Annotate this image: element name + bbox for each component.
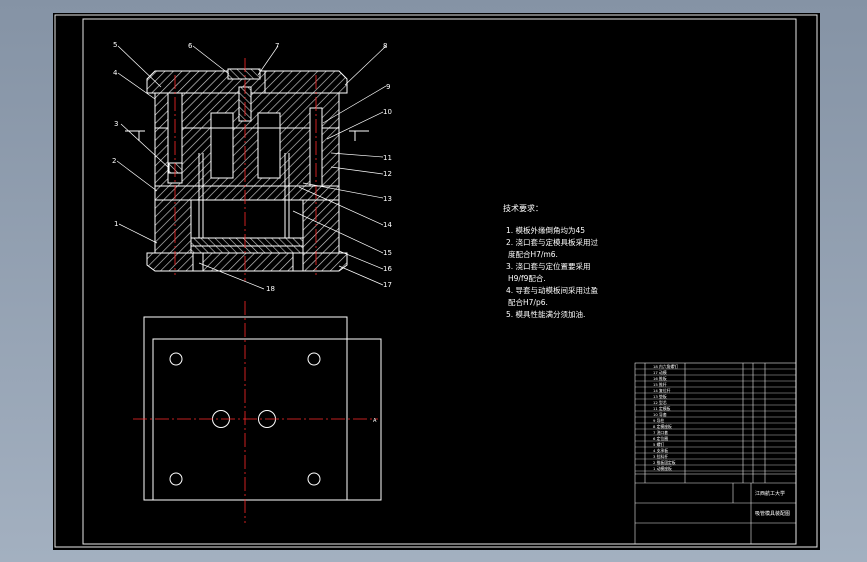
tech-req-1: 1. 模板外缘倒角均为45 xyxy=(506,225,585,235)
school-name: 江西航工大学 xyxy=(755,490,785,497)
guide-hole-br xyxy=(307,472,321,486)
guide-hole-tl xyxy=(169,352,183,366)
callout-14: 14 xyxy=(383,221,392,229)
bom-row-10: 10 导套 xyxy=(653,412,667,417)
bom-row-2: 2 推板固定板 xyxy=(653,460,676,465)
tech-req-2: 2. 浇口套与定模具板采用过 xyxy=(506,237,599,247)
bom-row-4: 4 支承板 xyxy=(653,448,668,453)
outer-frame xyxy=(54,14,818,548)
leader-lines xyxy=(116,45,387,290)
callout-4: 4 xyxy=(113,69,118,77)
section-mark-a: A xyxy=(373,418,377,424)
section-view xyxy=(125,58,369,281)
bottom-clamp-plate xyxy=(146,252,348,272)
bottom-bolt-left xyxy=(192,252,204,272)
callout-5: 5 xyxy=(113,41,117,49)
locating-ring xyxy=(227,68,261,80)
top-view: A xyxy=(133,301,382,523)
callout-13: 13 xyxy=(383,195,392,203)
callout-3: 3 xyxy=(114,120,118,128)
tech-req-2b: 度配合H7/m6. xyxy=(508,249,558,259)
screw-head xyxy=(168,162,183,174)
spacer-right xyxy=(302,199,340,254)
bottom-bolt-right xyxy=(292,252,304,272)
callout-6: 6 xyxy=(188,42,193,50)
inner-frame xyxy=(82,18,797,545)
callout-2: 2 xyxy=(112,157,116,165)
core-left xyxy=(210,127,234,179)
bom-row-3: 3 拉料杆 xyxy=(653,454,668,459)
bom-row-18: 18 内六角螺钉 xyxy=(653,364,678,369)
callout-12: 12 xyxy=(383,170,392,178)
top-view-outline xyxy=(143,316,348,501)
callout-9: 9 xyxy=(386,83,390,91)
bom-text: 18 内六角螺钉 17 动模 16 推板 15 推杆 14 复位杆 13 垫板 … xyxy=(653,364,790,517)
top-clamp-plate-right xyxy=(264,70,348,94)
callout-7: 7 xyxy=(275,42,279,50)
bom-row-12: 12 型芯 xyxy=(653,400,667,405)
bom-row-16: 16 推板 xyxy=(653,376,667,381)
tech-req-title: 技术要求： xyxy=(503,203,543,213)
bom-row-11: 11 定模板 xyxy=(653,406,671,411)
tech-req-3b: H9/f9配合. xyxy=(508,273,546,283)
callout-10: 10 xyxy=(383,108,392,116)
bom-grid xyxy=(635,368,796,472)
bom-row-5: 5 螺钉 xyxy=(653,442,664,447)
tech-req-5: 5. 模具性能满分须加油. xyxy=(506,309,585,319)
callout-1: 1 xyxy=(114,220,118,228)
callout-16: 16 xyxy=(383,265,392,273)
callout-18: 18 xyxy=(266,285,275,293)
callouts: 5 4 3 2 1 6 7 8 9 10 11 12 13 14 15 16 1… xyxy=(112,41,392,293)
bom-row-7: 7 浇口套 xyxy=(653,430,668,435)
assembly-drawing: 5 4 3 2 1 6 7 8 9 10 11 12 13 14 15 16 1… xyxy=(54,14,818,548)
moving-mold-plate xyxy=(154,127,340,187)
callout-17: 17 xyxy=(383,281,392,289)
drawing-title: 吸管模具装配图 xyxy=(755,510,790,517)
bom-row-6: 6 定位圈 xyxy=(653,436,668,441)
ejector-plate xyxy=(190,245,304,254)
core-right xyxy=(257,127,281,179)
tech-req-4: 4. 导套与动模板间采用过盈 xyxy=(506,285,599,295)
ejector-retainer xyxy=(190,237,304,247)
guide-hole-bl xyxy=(169,472,183,486)
callout-15: 15 xyxy=(383,249,392,257)
spacer-left xyxy=(154,199,192,254)
tech-req-3: 3. 浇口套与定位置要采用 xyxy=(506,261,591,271)
bom-row-1: 1 动模座板 xyxy=(653,466,672,471)
support-plate xyxy=(154,185,340,201)
callout-11: 11 xyxy=(383,154,392,162)
callout-8: 8 xyxy=(383,42,387,50)
bom-row-15: 15 推杆 xyxy=(653,382,667,387)
cad-viewport[interactable]: 5 4 3 2 1 6 7 8 9 10 11 12 13 14 15 16 1… xyxy=(53,13,820,550)
bom-row-13: 13 垫板 xyxy=(653,394,667,399)
bom-row-9: 9 导柱 xyxy=(653,418,664,423)
bom-row-8: 8 定模座板 xyxy=(653,424,672,429)
guide-hole-tr xyxy=(307,352,321,366)
tech-requirements: 技术要求： 1. 模板外缘倒角均为45 2. 浇口套与定模具板采用过 度配合H7… xyxy=(503,203,599,319)
bom-row-14: 14 复位杆 xyxy=(653,388,671,393)
bom-row-17: 17 动模 xyxy=(653,370,667,375)
tech-req-4b: 配合H7/p6. xyxy=(508,297,548,307)
